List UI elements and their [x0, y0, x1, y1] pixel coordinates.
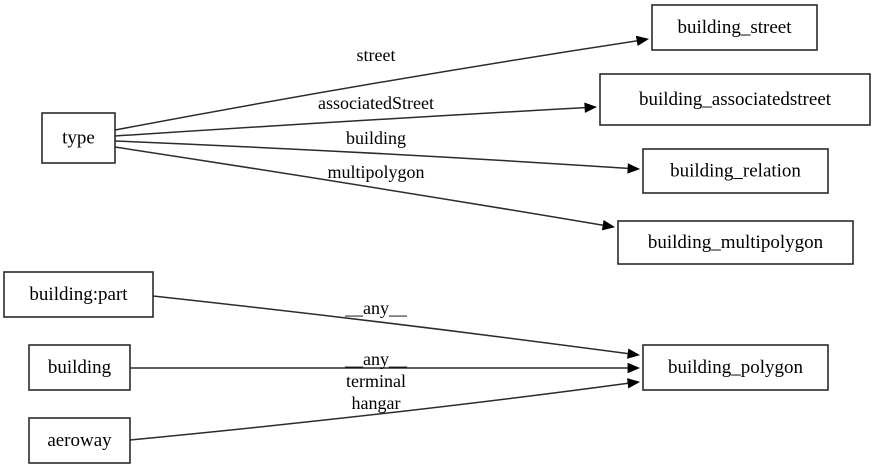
node-label: type [62, 127, 95, 148]
node-box[interactable] [3, 271, 154, 318]
node-type[interactable]: type [41, 112, 116, 164]
edge-type-to-building_multipolygon [114, 146, 616, 231]
edge-building-to-building_polygon [130, 362, 641, 374]
edge-type-to-building_street [114, 35, 650, 131]
edge-arrowhead [627, 362, 641, 374]
node-building_street[interactable]: building_street [651, 4, 818, 51]
edges-layer [114, 35, 650, 441]
node-label: building_street [678, 17, 793, 38]
node-label: building:part [29, 284, 128, 305]
edge-arrowhead [627, 378, 641, 389]
node-building_relation[interactable]: building_relation [642, 148, 829, 194]
node-building[interactable]: building [28, 344, 131, 391]
edge-label: associatedStreet [318, 93, 434, 113]
edge-line [114, 140, 629, 170]
node-label: building_multipolygon [648, 232, 824, 253]
edge-label: multipolygon [327, 162, 424, 182]
node-box[interactable] [642, 344, 829, 391]
node-box[interactable] [599, 73, 871, 126]
edge-label: street [357, 45, 396, 65]
edge-label: __any__ [344, 349, 408, 369]
edge-line [152, 295, 629, 355]
node-label: building [48, 357, 112, 378]
node-box[interactable] [28, 344, 131, 391]
node-building_part[interactable]: building:part [3, 271, 154, 318]
edge-arrowhead [627, 348, 641, 359]
edge-type-to-building_associatedstreet [114, 102, 598, 137]
edge-type-to-building_relation [114, 140, 641, 174]
edge-label: building [346, 128, 406, 148]
edge-arrowhead [635, 35, 650, 47]
edge-arrowhead [584, 102, 598, 113]
edge-arrowhead [601, 220, 616, 231]
node-building_associatedstreet[interactable]: building_associatedstreet [599, 73, 871, 126]
node-label: aeroway [47, 430, 112, 451]
edge-label: __any__ [344, 298, 408, 318]
node-box[interactable] [651, 4, 818, 51]
node-label: building_associatedstreet [639, 89, 832, 110]
node-label: building_relation [670, 160, 801, 181]
node-box[interactable] [642, 148, 829, 194]
node-label: building_polygon [668, 357, 804, 378]
edge-line [114, 106, 586, 137]
edge-line [129, 382, 629, 441]
node-box[interactable] [617, 220, 854, 265]
nodes-layer: type building_street building_associatedst… [3, 4, 871, 464]
node-building_polygon[interactable]: building_polygon [642, 344, 829, 391]
node-box[interactable] [28, 417, 131, 464]
edge-line [114, 40, 638, 131]
node-building_multipolygon[interactable]: building_multipolygon [617, 220, 854, 265]
edge-line [114, 146, 604, 226]
edge-aeroway-to-building_polygon [129, 378, 641, 441]
edge-arrowhead [627, 163, 641, 174]
edge-labels-layer: street associatedStreet building multipolyg… [318, 45, 434, 413]
edge-building_part-to-building_polygon [152, 295, 641, 359]
node-box[interactable] [41, 112, 116, 164]
node-aeroway[interactable]: aeroway [28, 417, 131, 464]
